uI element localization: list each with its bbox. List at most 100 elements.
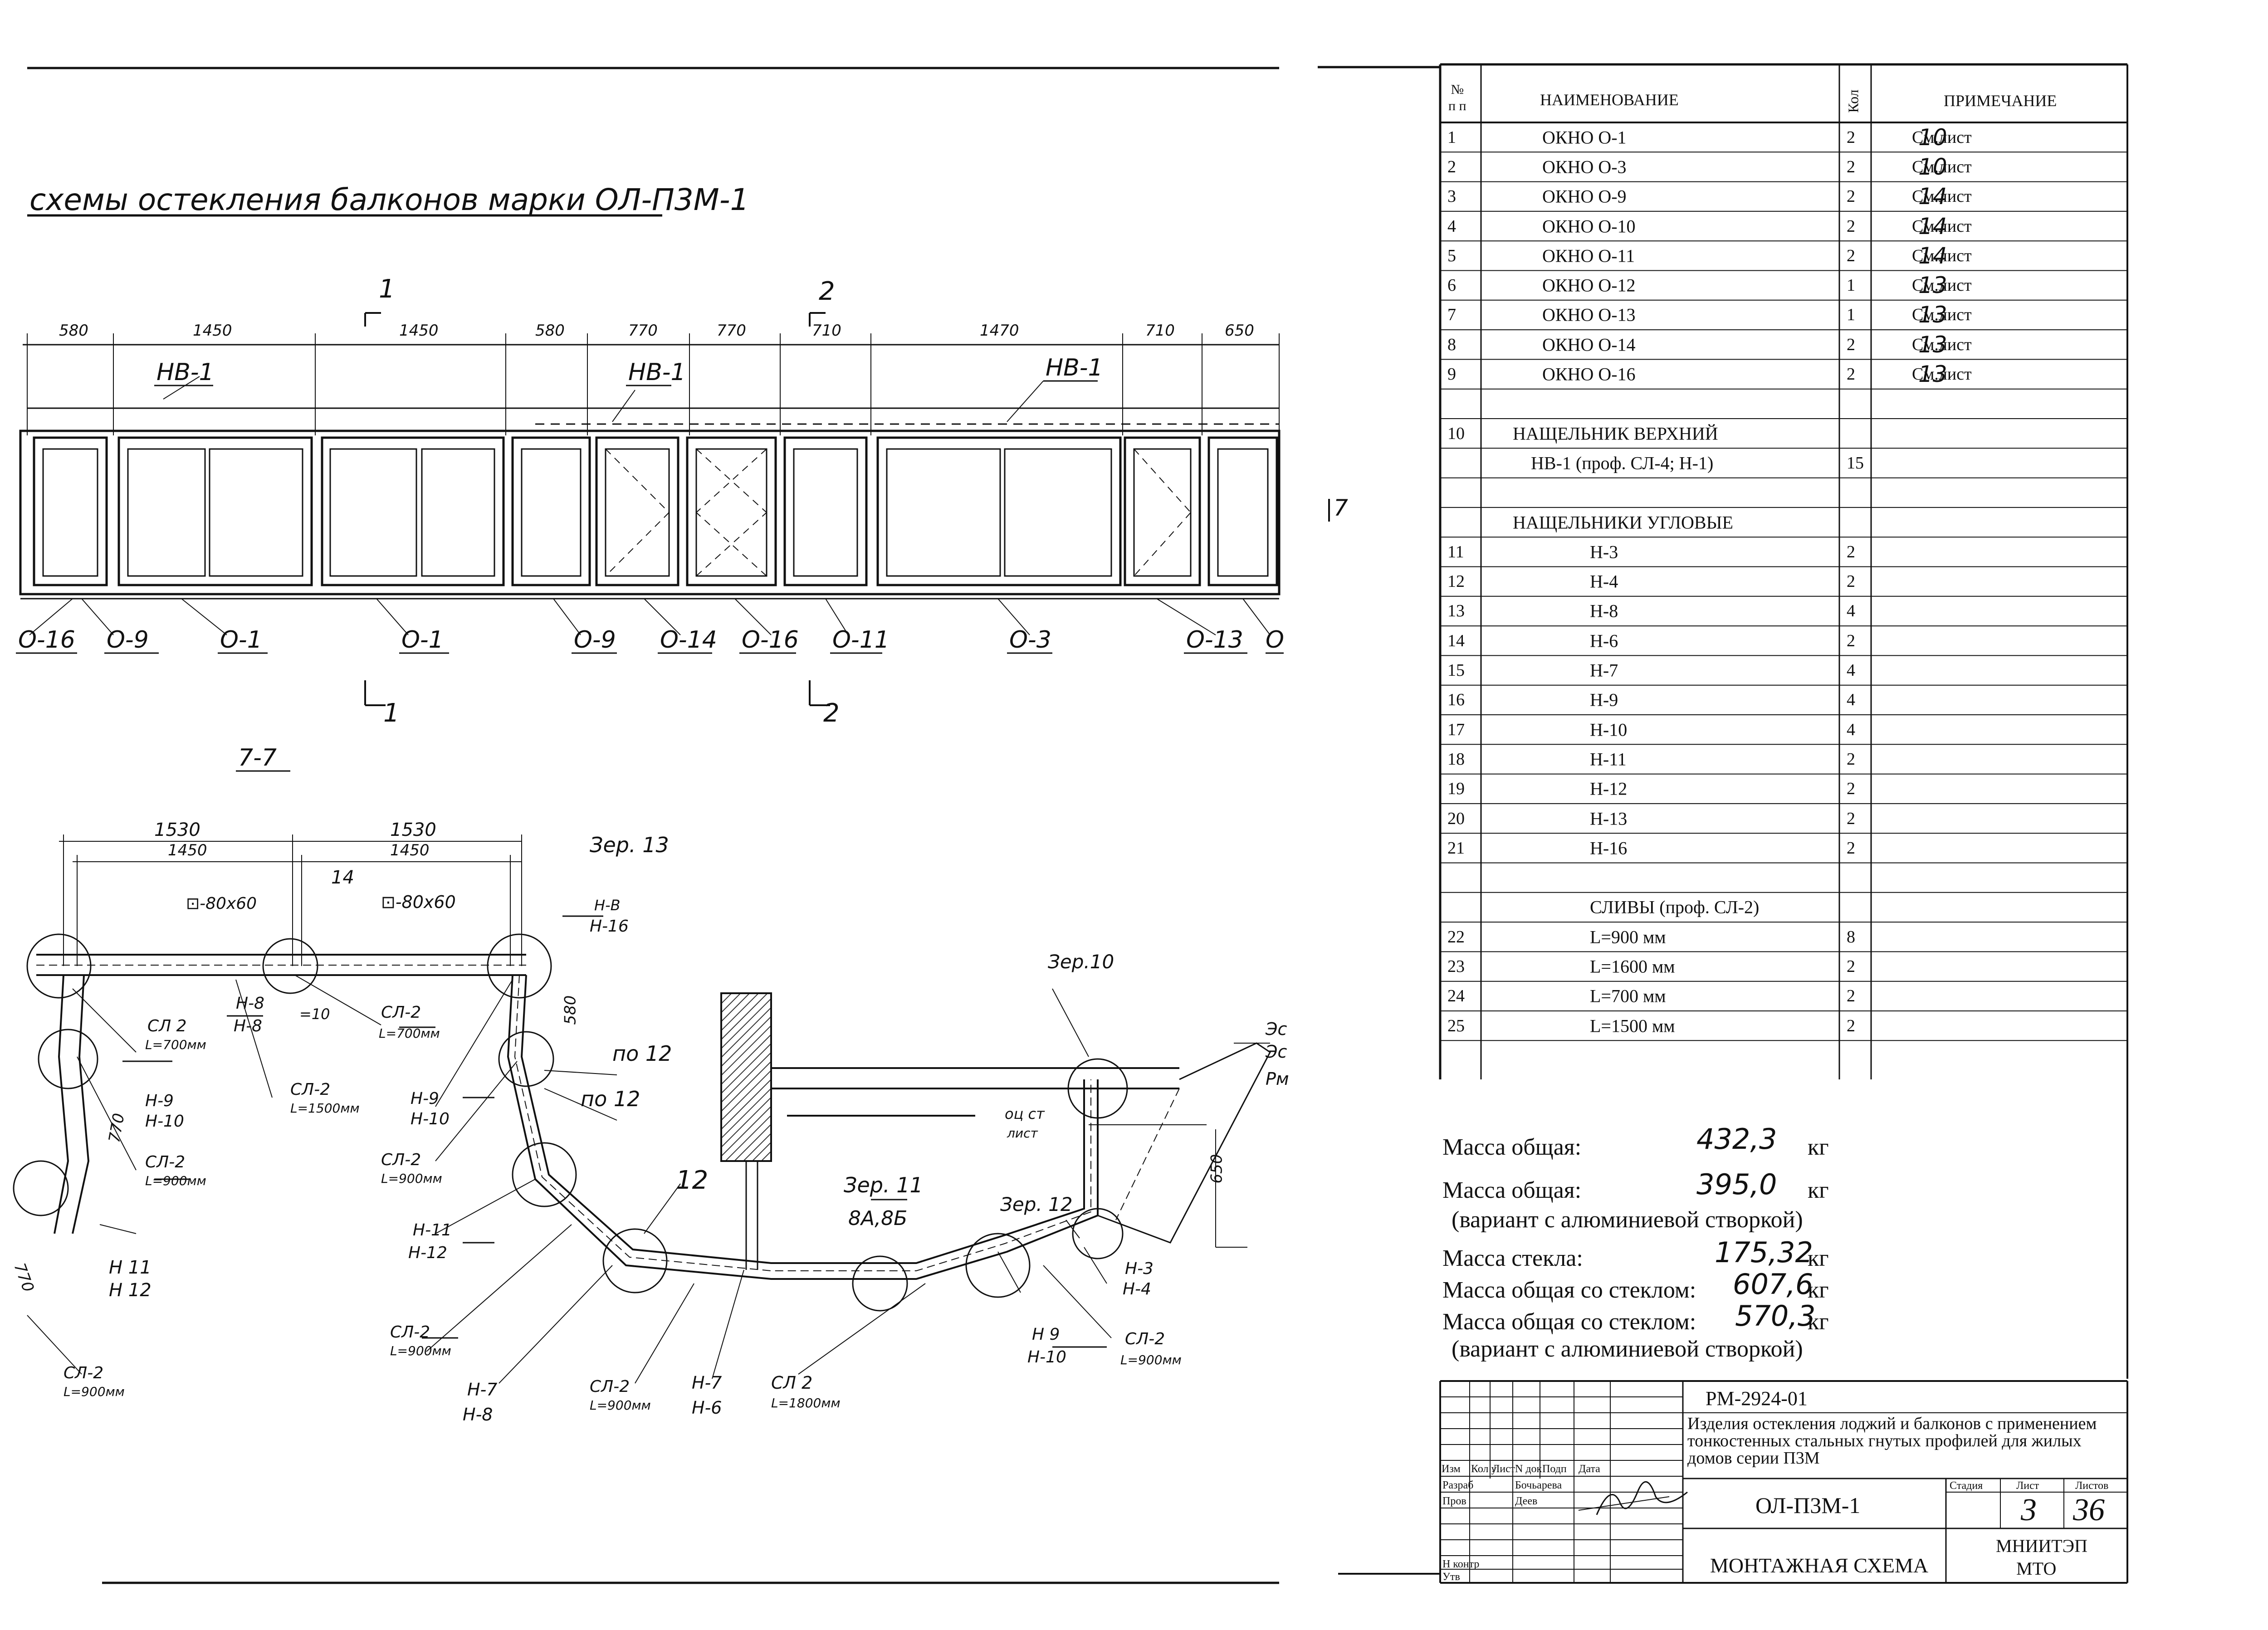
row-qty: 2 bbox=[1847, 779, 1855, 799]
callout: Н-10 bbox=[411, 1110, 450, 1128]
callout: СЛ 2 bbox=[771, 1373, 813, 1393]
window-label: О-9 bbox=[574, 626, 616, 654]
callout: оц ст bbox=[1005, 1105, 1045, 1122]
callout: 8А,8Б bbox=[848, 1207, 908, 1230]
row-number: 25 bbox=[1447, 1016, 1465, 1035]
dim-label: 1450 bbox=[168, 841, 207, 859]
window-label: О-9 bbox=[107, 626, 149, 654]
callout: СЛ-2 bbox=[390, 1323, 430, 1342]
callout: Н 11 bbox=[109, 1257, 152, 1278]
row-name: ОКНО О-16 bbox=[1542, 364, 1636, 385]
note-text: См.лист bbox=[1912, 305, 1972, 325]
row-name: Н-13 bbox=[1590, 808, 1628, 829]
row-number: 18 bbox=[1447, 749, 1465, 769]
callout: СЛ 2 bbox=[147, 1017, 187, 1035]
row-qty: 4 bbox=[1847, 690, 1855, 710]
callout: L=900мм bbox=[1120, 1352, 1182, 1367]
row-qty: 2 bbox=[1847, 957, 1855, 976]
row-name: ОКНО О-12 bbox=[1542, 275, 1636, 296]
note-sheet: 13 bbox=[1918, 272, 1947, 299]
note-sheet: 13 bbox=[1918, 302, 1947, 328]
callout: СЛ-2 bbox=[145, 1153, 186, 1171]
callout: Н-3 bbox=[1125, 1259, 1154, 1278]
name: Деев bbox=[1515, 1495, 1538, 1507]
callout: =10 bbox=[299, 1005, 330, 1023]
dim-label: 770 bbox=[628, 322, 658, 340]
doc-title: Изделия остекления лоджий и балконов с п… bbox=[1687, 1414, 2097, 1468]
row-qty: 4 bbox=[1847, 720, 1855, 739]
col-head: Дата bbox=[1579, 1463, 1600, 1475]
dim-label: 1530 bbox=[390, 820, 436, 840]
sheets-count: 36 bbox=[2073, 1493, 2105, 1528]
row-name: Н-11 bbox=[1590, 749, 1627, 770]
row-qty: 2 bbox=[1847, 157, 1855, 176]
role: Пров bbox=[1442, 1495, 1466, 1507]
row-qty: 2 bbox=[1847, 838, 1855, 858]
row-name: Н-6 bbox=[1590, 630, 1618, 651]
col-head: Лист bbox=[1492, 1463, 1515, 1475]
callout: Н-В bbox=[594, 897, 621, 914]
callout: Н 9 bbox=[1032, 1325, 1060, 1344]
callout: лист bbox=[1007, 1126, 1038, 1141]
row-qty: 4 bbox=[1847, 601, 1855, 621]
row-number: 2 bbox=[1447, 157, 1456, 176]
row-name: ОКНО О-1 bbox=[1542, 127, 1627, 148]
org-unit: МТО bbox=[2016, 1558, 2057, 1579]
row-name: ОКНО О-11 bbox=[1542, 245, 1635, 266]
section-mark-7: 7 bbox=[1334, 495, 1348, 521]
profile-label: ⊡-80x60 bbox=[186, 894, 257, 913]
row-name: ОКНО О-14 bbox=[1542, 334, 1636, 355]
note-text: См.лист bbox=[1912, 365, 1972, 384]
window-label: О-1 bbox=[401, 626, 444, 654]
dim-label: 710 bbox=[812, 322, 841, 340]
sheets-label: Листов bbox=[2075, 1480, 2109, 1492]
row-name: L=1500 мм bbox=[1590, 1015, 1675, 1036]
row-qty: 2 bbox=[1847, 749, 1855, 769]
dim-label: 1450 bbox=[193, 322, 232, 340]
note-sheet: 10 bbox=[1918, 124, 1947, 151]
row-name: НВ-1 (проф. СЛ-4; Н-1) bbox=[1531, 453, 1714, 473]
row-number: 13 bbox=[1447, 601, 1465, 621]
role: Утв bbox=[1442, 1571, 1460, 1583]
cut-mark-2-bottom: 2 bbox=[823, 698, 840, 728]
callout: Зер. 13 bbox=[590, 833, 669, 857]
cut-mark-2: 2 bbox=[819, 277, 835, 306]
note-sheet: 13 bbox=[1918, 331, 1947, 358]
header-num: № п п bbox=[1448, 82, 1466, 113]
mark: ОЛ-П3М-1 bbox=[1755, 1493, 1861, 1518]
window-label: О-16 bbox=[742, 626, 799, 654]
mass-note: (вариант с алюминиевой створкой) bbox=[1452, 1207, 1803, 1233]
row-name: Н-4 bbox=[1590, 571, 1618, 592]
window-label: О-13 bbox=[1186, 626, 1243, 654]
nv-label: НВ-1 bbox=[1046, 354, 1103, 381]
row-number: 11 bbox=[1447, 542, 1464, 561]
row-number: 17 bbox=[1447, 720, 1465, 739]
row-number: 15 bbox=[1447, 661, 1465, 680]
spec-row: СЛИВЫ (проф. СЛ-2) bbox=[1440, 893, 2125, 922]
callout: Н-12 bbox=[408, 1244, 447, 1262]
row-number: 8 bbox=[1447, 335, 1456, 354]
row-qty: 2 bbox=[1847, 986, 1855, 1006]
row-qty: 1 bbox=[1847, 305, 1855, 325]
note-text: См.лист bbox=[1912, 276, 1972, 295]
note-sheet: 14 bbox=[1918, 242, 1947, 269]
dim-label: 1450 bbox=[390, 841, 430, 859]
profile-label: ⊡-80x60 bbox=[381, 892, 456, 912]
